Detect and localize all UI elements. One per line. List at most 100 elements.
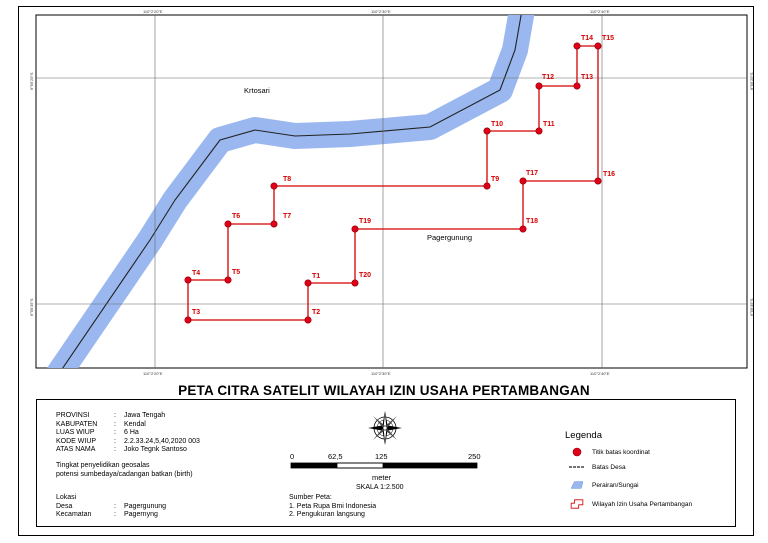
info-value: Joko Tegnk Santoso (124, 446, 187, 454)
boundary-point (270, 182, 278, 190)
boundary-point (304, 279, 312, 287)
note-line: Tingkat penyelidikan geosalas (56, 462, 150, 469)
boundary-point-label: T5 (232, 269, 240, 276)
source-item: 1. Peta Rupa Bmi Indonesia (289, 502, 377, 510)
coord-left-2: 6°59'35"S (29, 298, 34, 316)
coord-top-1: 110°2'20"E (143, 9, 163, 14)
info-value: 6 Ha (124, 429, 139, 437)
boundary-point (573, 42, 581, 50)
legend-item: Titik batas koordinat (568, 447, 650, 457)
boundary-point-label: T2 (312, 309, 320, 316)
info-key: LUAS WIUP (56, 429, 95, 437)
scale-tick-label: 0 (290, 452, 295, 461)
boundary-point-label: T13 (581, 74, 593, 81)
info-row: ATAS NAMA:Joko Tegnk Santoso (56, 446, 187, 454)
info-row: PROVINSI:Jawa Tengah (56, 412, 166, 419)
info-value: Pagergunung (124, 502, 167, 510)
info-value: 2.2.33.24,5,40,2020 003 (124, 437, 200, 445)
scale-tick-label: 125 (375, 452, 388, 461)
boundary-point (594, 177, 602, 185)
boundary-point (483, 182, 491, 190)
compass-icon (368, 411, 402, 445)
info-value: Kendal (124, 420, 146, 428)
scale-unit: meter (372, 473, 392, 482)
boundary-point-label: T3 (192, 309, 200, 316)
boundary-point-label: T8 (283, 176, 291, 183)
info-value: Pagernyng (124, 511, 158, 519)
boundary-point-label: T12 (542, 74, 554, 81)
legend-item: Wilayah Izin Usaha Pertambangan (568, 499, 692, 509)
polygon-icon (570, 499, 584, 509)
boundary-point (519, 177, 527, 185)
boundary-point-label: T7 (283, 213, 291, 220)
map-panel (35, 14, 748, 369)
info-key: ATAS NAMA (56, 446, 96, 454)
boundary-point-label: T9 (491, 176, 499, 183)
coord-bottom-2: 110°2'30"E (371, 371, 391, 376)
boundary-point-label: T4 (192, 270, 200, 277)
boundary-point (184, 316, 192, 324)
legend-item: Perairan/Sungai (568, 480, 639, 490)
scale-tick-label: 250 (468, 452, 481, 461)
boundary-point (519, 225, 527, 233)
source-item: 2. Pengukuran langsung (289, 511, 365, 519)
boundary-point (573, 82, 581, 90)
boundary-point (351, 225, 359, 233)
location-label: Lokasi (56, 494, 77, 501)
location-info: Lokasi Desa:Pagergunung Kecamatan:Pagern… (56, 494, 166, 520)
info-row: LUAS WIUP:6 Ha (56, 429, 139, 437)
graticule (36, 15, 747, 368)
info-row: KODE WIUP:2.2.33.24,5,40,2020 003 (56, 437, 200, 445)
boundary-point-label: T16 (603, 171, 615, 178)
boundary-point-label: T14 (581, 35, 593, 42)
boundary-point-label: T19 (359, 218, 371, 225)
boundary-point-label: T10 (491, 121, 503, 128)
boundary-point (304, 316, 312, 324)
legend-label: Perairan/Sungai (592, 481, 639, 489)
legend-title: Legenda (565, 430, 602, 441)
place-label-krtosari: Krtosari (244, 86, 270, 95)
coord-bottom-3: 110°2'40"E (590, 371, 610, 376)
legend-item: Batas Desa (568, 462, 626, 472)
info-key: KODE WIUP (56, 437, 97, 445)
note-line: potensi sumbedaya/cadangan batkan (birth… (56, 470, 193, 478)
wiup-info: PROVINSI:Jawa Tengah KABUPATEN:Kendal LU… (56, 412, 200, 455)
point-icon (572, 447, 582, 457)
map-title: PETA CITRA SATELIT WILAYAH IZIN USAHA PE… (178, 383, 590, 398)
village-boundary-line (62, 15, 522, 368)
legend-label: Wilayah Izin Usaha Pertambangan (592, 500, 693, 508)
source-title: Sumber Peta: (289, 494, 332, 501)
info-row: Desa:Pagergunung (56, 502, 167, 510)
scale-bar (290, 462, 478, 469)
place-label-pagergunung: Pagergunung (427, 233, 472, 242)
boundary-point-label: T1 (312, 273, 320, 280)
scale-text: SKALA 1:2.500 (356, 484, 404, 491)
info-key: Desa (56, 502, 73, 510)
line-icon (569, 466, 585, 468)
legend-label: Batas Desa (592, 463, 626, 471)
info-row: KABUPATEN:Kendal (56, 420, 146, 428)
boundary-point-label: T11 (543, 121, 555, 128)
boundary-point-label: T20 (359, 272, 371, 279)
boundary-point (351, 279, 359, 287)
exploration-note: Tingkat penyelidikan geosalas potensi su… (56, 462, 193, 479)
info-value: Jawa Tengah (124, 412, 166, 419)
coord-top-2: 110°2'30"E (371, 9, 391, 14)
coord-top-3: 110°2'40"E (590, 9, 610, 14)
boundary-point (483, 127, 491, 135)
info-row: Kecamatan:Pagernyng (56, 511, 158, 519)
info-box (36, 399, 736, 527)
boundary-point (224, 220, 232, 228)
map-source: Sumber Peta: 1. Peta Rupa Bmi Indonesia … (289, 494, 376, 520)
boundary-point (535, 82, 543, 90)
coord-bottom-1: 110°2'20"E (143, 371, 163, 376)
boundary-point (184, 276, 192, 284)
boundary-point (224, 276, 232, 284)
water-icon (570, 481, 584, 489)
coord-right-1: 6°59'25"S (749, 72, 754, 90)
scale-tick-label: 62,5 (328, 452, 343, 461)
boundary-point (270, 220, 278, 228)
boundary-point (535, 127, 543, 135)
